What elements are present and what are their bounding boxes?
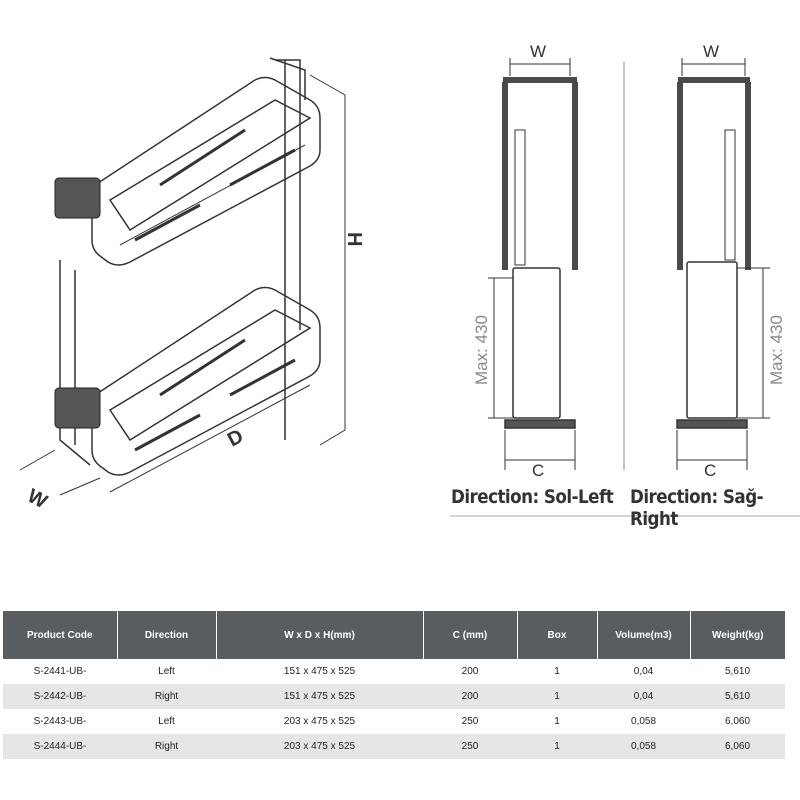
cell: 200 <box>461 666 479 677</box>
cell: S-2444-UB- <box>3 734 117 759</box>
left-c-label: C <box>532 461 544 480</box>
header-dimensions: W x D x H(mm) <box>216 611 424 659</box>
cabinet-left-view <box>488 58 578 470</box>
right-c-label: C <box>704 461 716 480</box>
cell: Right <box>117 734 216 759</box>
spec-table: Product Code Direction W x D x H(mm) C (… <box>3 611 785 759</box>
cell: 1 <box>554 666 560 677</box>
right-max-label: Max: 430 <box>767 315 786 385</box>
cell: 5,610 <box>724 666 751 677</box>
cell: 1 <box>554 716 560 727</box>
basket-isometric <box>19 57 346 496</box>
cell: 151 x 475 x 525 <box>283 666 356 677</box>
cabinet-right-view <box>676 58 770 470</box>
depth-label: D <box>224 425 247 451</box>
table-row: S-2441-UB- Left 151 x 475 x 525 200 1 0,04 5,6… <box>3 659 785 684</box>
cell: 200 <box>423 684 517 709</box>
cell: 1 <box>517 734 597 759</box>
cell: 203 x 475 x 525 <box>216 734 423 759</box>
header-direction: Direction <box>117 611 217 659</box>
direction-left-caption: Direction: Sol-Left <box>451 486 614 508</box>
product-drawing: H D W W Max: 430 C W Max: 430 C <box>19 42 800 517</box>
header-product-code: Product Code <box>3 611 118 659</box>
cell: Left <box>158 716 175 727</box>
cell: 6,060 <box>724 716 751 727</box>
cell: 151 x 475 x 525 <box>216 684 423 709</box>
cell: 1 <box>517 684 597 709</box>
header-volume: Volume(m3) <box>597 611 691 659</box>
cell: S-2442-UB- <box>3 684 117 709</box>
cell: Right <box>117 684 216 709</box>
cell: 0,058 <box>597 734 690 759</box>
table-header-row: Product Code Direction W x D x H(mm) C (… <box>3 611 785 659</box>
left-max-label: Max: 430 <box>472 315 491 385</box>
left-width-label: W <box>530 42 546 61</box>
height-label: H <box>343 232 365 246</box>
cell: Left <box>158 666 175 677</box>
cell: 0,04 <box>633 666 654 677</box>
right-width-label: W <box>703 42 719 61</box>
table-row: S-2443-UB- Left 203 x 475 x 525 250 1 0,058 6,… <box>3 709 785 734</box>
cell: 5,610 <box>690 684 785 709</box>
cell: S-2443-UB- <box>33 716 87 727</box>
cell: 203 x 475 x 525 <box>283 716 356 727</box>
cell: 0,04 <box>597 684 690 709</box>
cell: S-2441-UB- <box>33 666 87 677</box>
header-box: Box <box>517 611 598 659</box>
cell: 250 <box>461 716 479 727</box>
header-c: C (mm) <box>423 611 518 659</box>
header-weight: Weight(kg) <box>690 611 785 659</box>
cell: 0,058 <box>630 716 657 727</box>
width-label: W <box>24 485 51 513</box>
cell: 250 <box>423 734 517 759</box>
cell: 6,060 <box>690 734 785 759</box>
direction-right-caption: Direction: Sağ-Right <box>630 486 764 530</box>
